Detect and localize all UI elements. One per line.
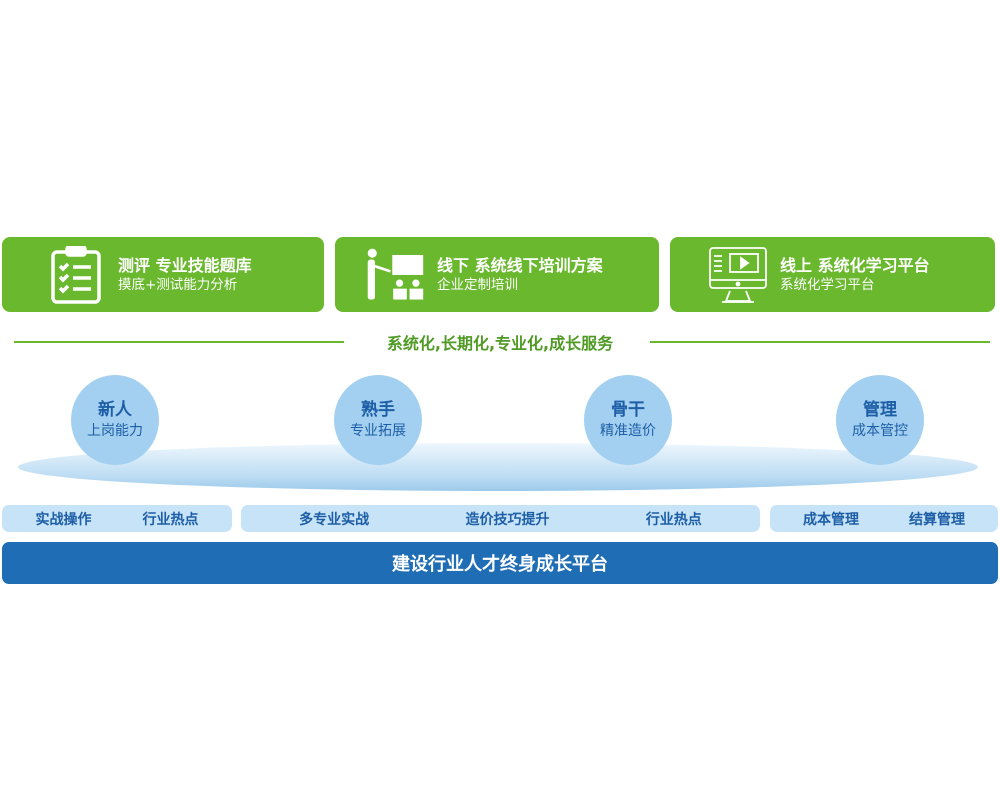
card-offline[interactable]: 线下 系统线下培训方案企业定制培训 xyxy=(335,237,659,312)
divider-right xyxy=(650,341,990,343)
topics-group-1: 实战操作 行业热点 xyxy=(2,505,232,532)
topic-item: 结算管理 xyxy=(909,511,965,528)
stage-title: 熟手 xyxy=(361,400,395,420)
stage-subtitle: 上岗能力 xyxy=(87,423,143,439)
monitor-video-icon xyxy=(708,245,768,305)
stage-subtitle: 成本管控 xyxy=(852,423,908,439)
card-assessment[interactable]: 测评 专业技能题库摸底+测试能力分析 xyxy=(2,237,324,312)
platform-banner: 建设行业人才终身成长平台 xyxy=(2,542,998,584)
card-title: 测评 专业技能题库 xyxy=(118,255,252,275)
stage-title: 管理 xyxy=(863,400,897,420)
topic-item: 行业热点 xyxy=(645,511,702,528)
divider-left xyxy=(14,341,344,343)
teacher-classroom-icon xyxy=(365,245,425,305)
stage-newcomer: 新人上岗能力 xyxy=(71,375,159,465)
topics-group-3: 成本管理 结算管理 xyxy=(770,505,998,532)
topic-item: 多专业实战 xyxy=(299,511,370,528)
growth-platform-ellipse xyxy=(18,443,978,491)
card-title: 线下 系统线下培训方案 xyxy=(437,255,603,275)
card-online[interactable]: 线上 系统化学习平台系统化学习平台 xyxy=(670,237,995,312)
card-subtitle: 系统化学习平台 xyxy=(780,276,875,293)
topic-item: 成本管理 xyxy=(803,511,859,528)
stage-subtitle: 精准造价 xyxy=(600,423,656,439)
clipboard-checklist-icon xyxy=(46,245,106,305)
stage-management: 管理成本管控 xyxy=(836,375,924,465)
card-subtitle: 企业定制培训 xyxy=(437,276,518,293)
topics-group-2: 多专业实战 造价技巧提升 行业热点 xyxy=(241,505,760,532)
card-title: 线上 系统化学习平台 xyxy=(780,255,930,275)
stage-title: 骨干 xyxy=(611,400,645,420)
topic-item: 实战操作 xyxy=(35,511,92,528)
stage-backbone: 骨干精准造价 xyxy=(584,375,672,465)
card-subtitle: 摸底+测试能力分析 xyxy=(118,276,238,293)
slogan: 系统化,长期化,专业化,成长服务 xyxy=(386,334,614,353)
stage-title: 新人 xyxy=(98,400,132,420)
topic-item: 造价技巧提升 xyxy=(465,511,550,528)
topic-item: 行业热点 xyxy=(142,511,199,528)
stage-subtitle: 专业拓展 xyxy=(350,423,406,439)
stage-skilled: 熟手专业拓展 xyxy=(334,375,422,465)
